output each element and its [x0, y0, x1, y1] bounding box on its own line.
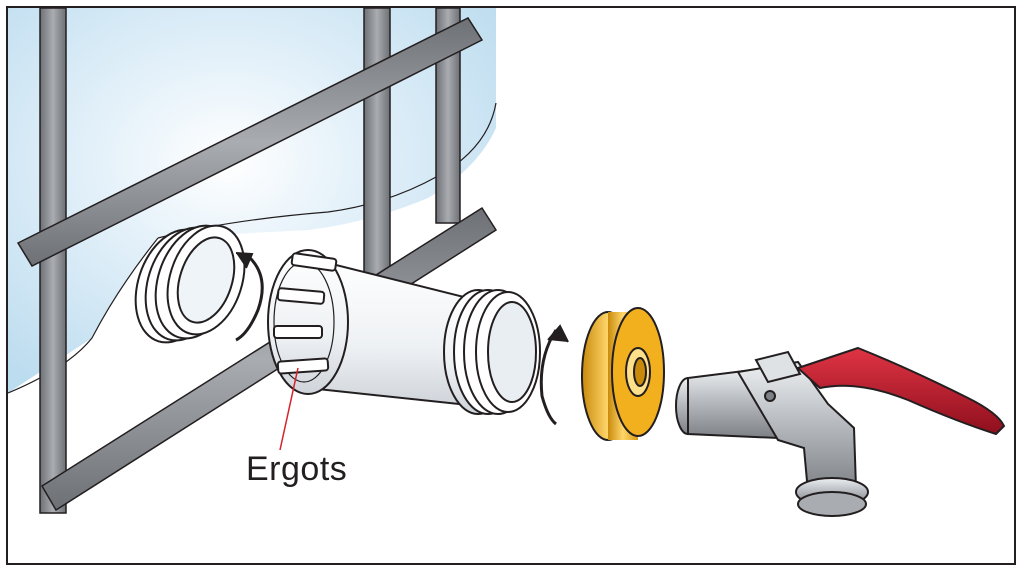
ergots-label: Ergots	[246, 450, 348, 488]
rotation-arrow-icon	[235, 252, 264, 342]
valve-tap	[675, 350, 869, 517]
adapter-body	[267, 249, 541, 415]
callout-line	[279, 367, 299, 451]
valve-handle	[796, 346, 1006, 436]
gold-nut	[581, 307, 665, 441]
assembly-illustration	[8, 8, 1006, 517]
diagram-frame: Ergots	[6, 6, 1016, 565]
tank-outlet-thread	[134, 224, 246, 344]
rotation-arrow-icon	[539, 324, 569, 426]
